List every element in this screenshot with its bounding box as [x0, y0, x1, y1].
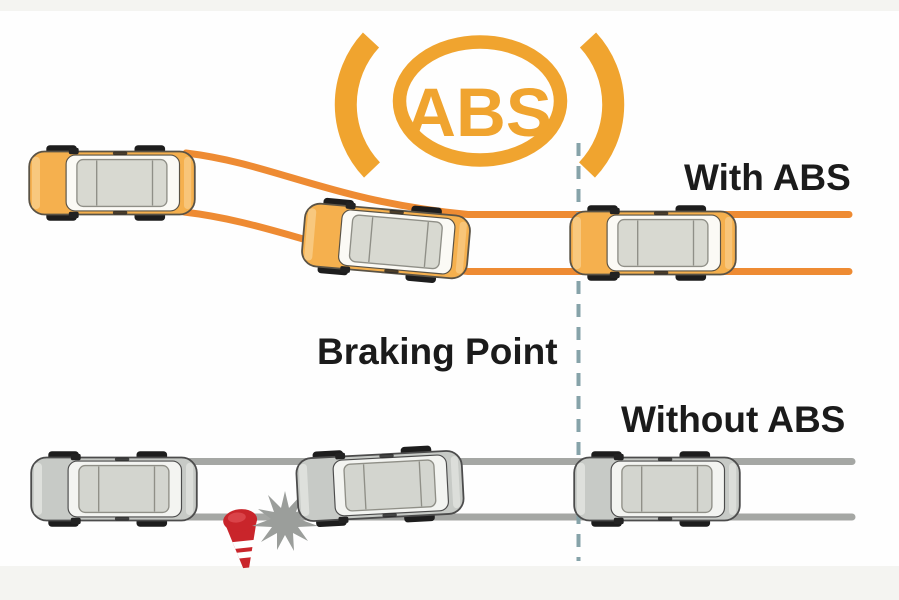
bottom-margin-strip — [0, 566, 899, 600]
traffic-cone-icon — [223, 509, 258, 569]
braking-point-label: Braking Point — [317, 331, 558, 372]
emblem-ring — [392, 35, 568, 167]
car-without-abs-sliding — [31, 451, 197, 527]
emblem-left-arc — [334, 32, 381, 178]
emblem-right-arc — [578, 32, 625, 178]
car-with-abs-stopped — [29, 145, 195, 221]
without-abs-label: Without ABS — [621, 399, 846, 440]
car-without-abs-braking — [574, 451, 740, 527]
abs-warning-emblem-icon: ABS — [334, 32, 625, 178]
top-margin-strip — [0, 0, 899, 11]
with-abs-track-lower — [180, 208, 853, 275]
collision-burst-icon — [252, 491, 318, 551]
emblem-text: ABS — [406, 74, 552, 151]
car-with-abs-braking — [570, 205, 736, 281]
with-abs-label: With ABS — [684, 157, 851, 198]
